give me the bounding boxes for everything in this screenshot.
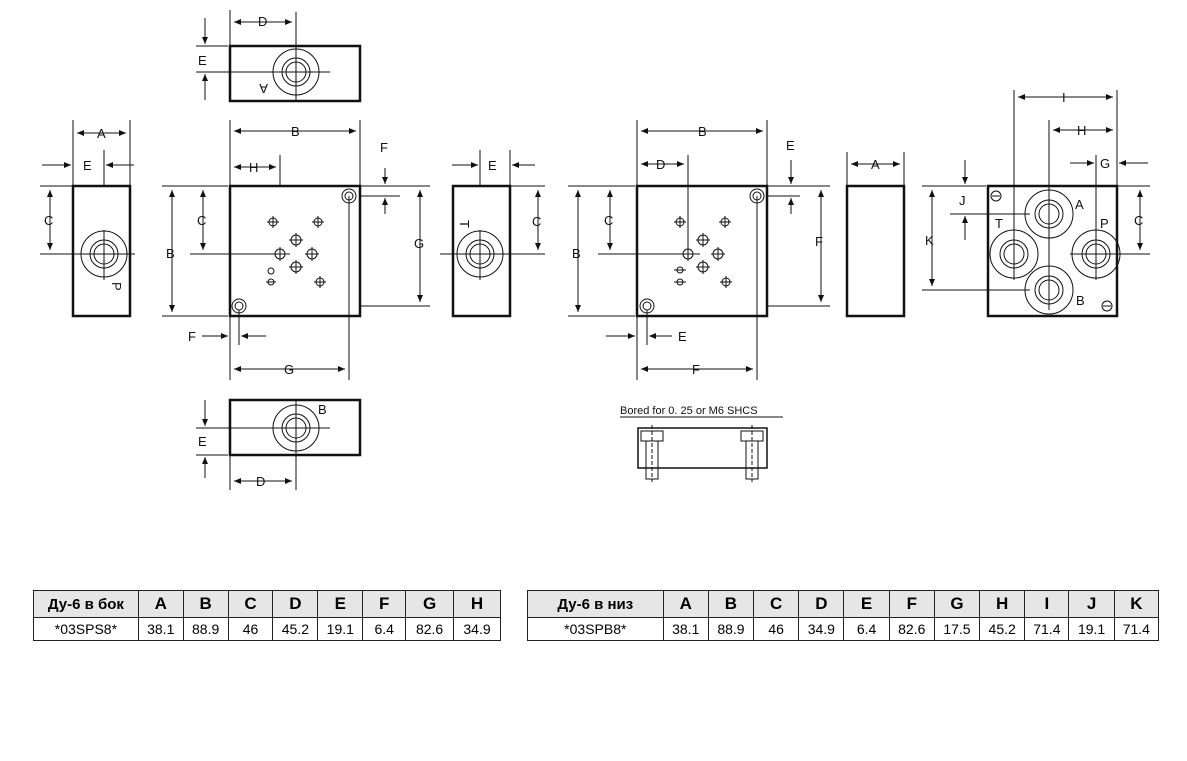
dim-f-right2: F (815, 234, 823, 249)
table-header-cell: G (405, 590, 455, 618)
table-header-cell: D (798, 590, 845, 618)
table-header-cell: F (362, 590, 407, 618)
table-cell: 46 (227, 617, 274, 641)
table-header-cell: H (453, 590, 501, 618)
dim-c-right-view: C (532, 214, 541, 229)
dim-c-main: C (197, 213, 206, 228)
table-side-ports: Ду-6 в бок A B C D E F G H *03SPS8* 38.1… (33, 590, 501, 641)
table-cell: 19.1 (1068, 617, 1115, 641)
port-label-b-bottom: B (318, 402, 327, 417)
port-layout-view: I H G C J K A T P B (922, 90, 1150, 318)
port-label-t-right: T (457, 220, 472, 228)
table-header-cell: F (888, 590, 935, 618)
table-row: *03SPB8* 38.1 88.9 46 34.9 6.4 82.6 17.5… (527, 617, 1160, 641)
dim-c-left: C (44, 213, 53, 228)
dim-k: K (925, 233, 934, 248)
dim-h-port: H (1077, 123, 1086, 138)
table-header-cell: G (933, 590, 981, 618)
table-cell: 17.5 (933, 617, 981, 641)
table-header-cell: I (1024, 590, 1070, 618)
dim-i: I (1062, 90, 1066, 105)
dim-a-narrow: A (871, 157, 880, 172)
table-header-cell: A (662, 590, 709, 618)
table-header-cell: Ду-6 в низ (527, 590, 664, 618)
table-header-cell: K (1113, 590, 1160, 618)
dim-c-port: C (1134, 213, 1143, 228)
dim-e-top: E (198, 53, 207, 68)
dim-d-bottom: D (256, 474, 265, 489)
table-cell: 88.9 (707, 617, 755, 641)
dim-f-bottom: F (188, 329, 196, 344)
dim-e-right2: E (786, 138, 795, 153)
dim-b-main2: B (698, 124, 707, 139)
table-header-cell: B (707, 590, 755, 618)
dim-e-bottom2: E (678, 329, 687, 344)
dim-d-main2: D (656, 157, 665, 172)
bored-section-detail: Bored for 0. 25 or M6 SHCS (620, 405, 783, 482)
dim-g-right: G (414, 236, 424, 251)
dim-e-bottom: E (198, 434, 207, 449)
dim-d-top: D (258, 14, 267, 29)
table-header-cell: B (182, 590, 229, 618)
dim-b-left-main: B (166, 246, 175, 261)
left-side-view: A E C P (40, 120, 135, 318)
dim-c-main2: C (604, 213, 613, 228)
table-header-cell: H (979, 590, 1026, 618)
table-cell: 34.9 (453, 617, 501, 641)
narrow-side-view: A (845, 152, 906, 318)
table-bottom-ports: Ду-6 в низ A B C D E F G H I J K *03SPB8… (527, 590, 1160, 641)
dim-j: J (959, 193, 966, 208)
table-header-cell: C (753, 590, 800, 618)
port-label-t: T (995, 216, 1003, 231)
table-header-cell: A (137, 590, 184, 618)
table-header-cell: Ду-6 в бок (33, 590, 139, 618)
bored-note: Bored for 0. 25 or M6 SHCS (620, 405, 758, 417)
table-cell: 46 (753, 617, 800, 641)
dim-g-port: G (1100, 156, 1110, 171)
table-cell: 34.9 (798, 617, 845, 641)
main-top-view-bottom: B D B C E F E F (568, 120, 830, 380)
table-bottom-header: Ду-6 в низ A B C D E F G H I J K (527, 590, 1160, 618)
table-side-header: Ду-6 в бок A B C D E F G H (33, 590, 501, 618)
port-label-b: B (1076, 293, 1085, 308)
table-cell: 45.2 (979, 617, 1026, 641)
dim-b-left-main2: B (572, 246, 581, 261)
top-view-port-a: D E A (196, 10, 362, 103)
bottom-view-port-b: E D B (196, 398, 362, 490)
table-header-cell: D (272, 590, 319, 618)
table-cell: 19.1 (317, 617, 364, 641)
table-cell: *03SPS8* (33, 617, 139, 641)
port-label-a-top: A (259, 81, 268, 96)
table-header-cell: J (1068, 590, 1115, 618)
table-cell: 88.9 (182, 617, 229, 641)
table-cell: 82.6 (405, 617, 455, 641)
table-cell: 38.1 (662, 617, 709, 641)
table-cell: 71.4 (1024, 617, 1070, 641)
table-header-cell: C (227, 590, 274, 618)
dim-h-main: H (249, 160, 258, 175)
port-label-p-left: P (109, 282, 124, 291)
dim-a-left: A (97, 126, 106, 141)
table-cell: 38.1 (137, 617, 184, 641)
table-cell: 6.4 (362, 617, 407, 641)
port-label-a: A (1075, 197, 1084, 212)
port-label-p: P (1100, 216, 1109, 231)
dim-b-main: B (291, 124, 300, 139)
dim-f-bottom2: F (692, 362, 700, 377)
right-side-view: E C T (440, 150, 545, 318)
dim-e-right-view: E (488, 158, 497, 173)
table-cell: 71.4 (1113, 617, 1160, 641)
table-cell: 6.4 (843, 617, 890, 641)
table-header-cell: E (843, 590, 890, 618)
table-cell: 82.6 (888, 617, 935, 641)
dim-e-left: E (83, 158, 92, 173)
table-row: *03SPS8* 38.1 88.9 46 45.2 19.1 6.4 82.6… (33, 617, 501, 641)
main-top-view-side: B H B C F G F G (162, 120, 430, 380)
dim-g-bottom: G (284, 362, 294, 377)
table-header-cell: E (317, 590, 364, 618)
dim-f-right: F (380, 140, 388, 155)
table-cell: 45.2 (272, 617, 319, 641)
table-cell: *03SPB8* (527, 617, 664, 641)
